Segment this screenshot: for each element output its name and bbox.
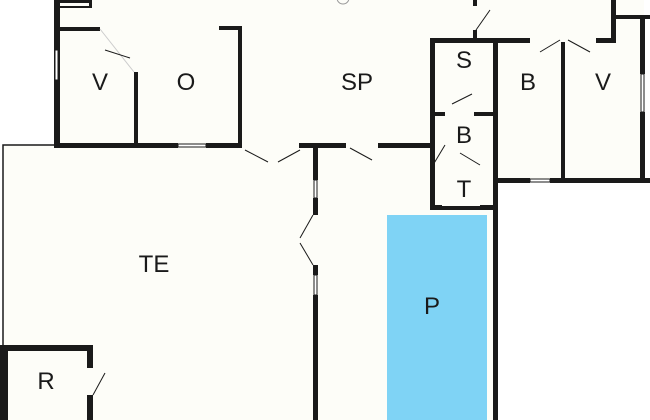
room-label-r: R <box>37 368 55 395</box>
pool <box>387 215 487 420</box>
floor-areas <box>3 0 644 420</box>
room-label-te: TE <box>138 251 170 278</box>
room-label-s: S <box>455 47 473 74</box>
room-label-o: O <box>176 69 196 96</box>
room-label-v-left: V <box>91 69 109 96</box>
terrace-outline <box>2 144 54 420</box>
room-label-p: P <box>423 293 441 320</box>
room-label-t: T <box>456 176 472 203</box>
room-label-b-lower: B <box>455 122 473 149</box>
windows <box>54 49 645 296</box>
room-label-sp: SP <box>340 69 374 96</box>
room-label-b-upper: B <box>519 69 537 96</box>
room-label-v-right: V <box>594 69 612 96</box>
ceiling-fixture <box>336 0 350 5</box>
doors <box>92 9 591 396</box>
